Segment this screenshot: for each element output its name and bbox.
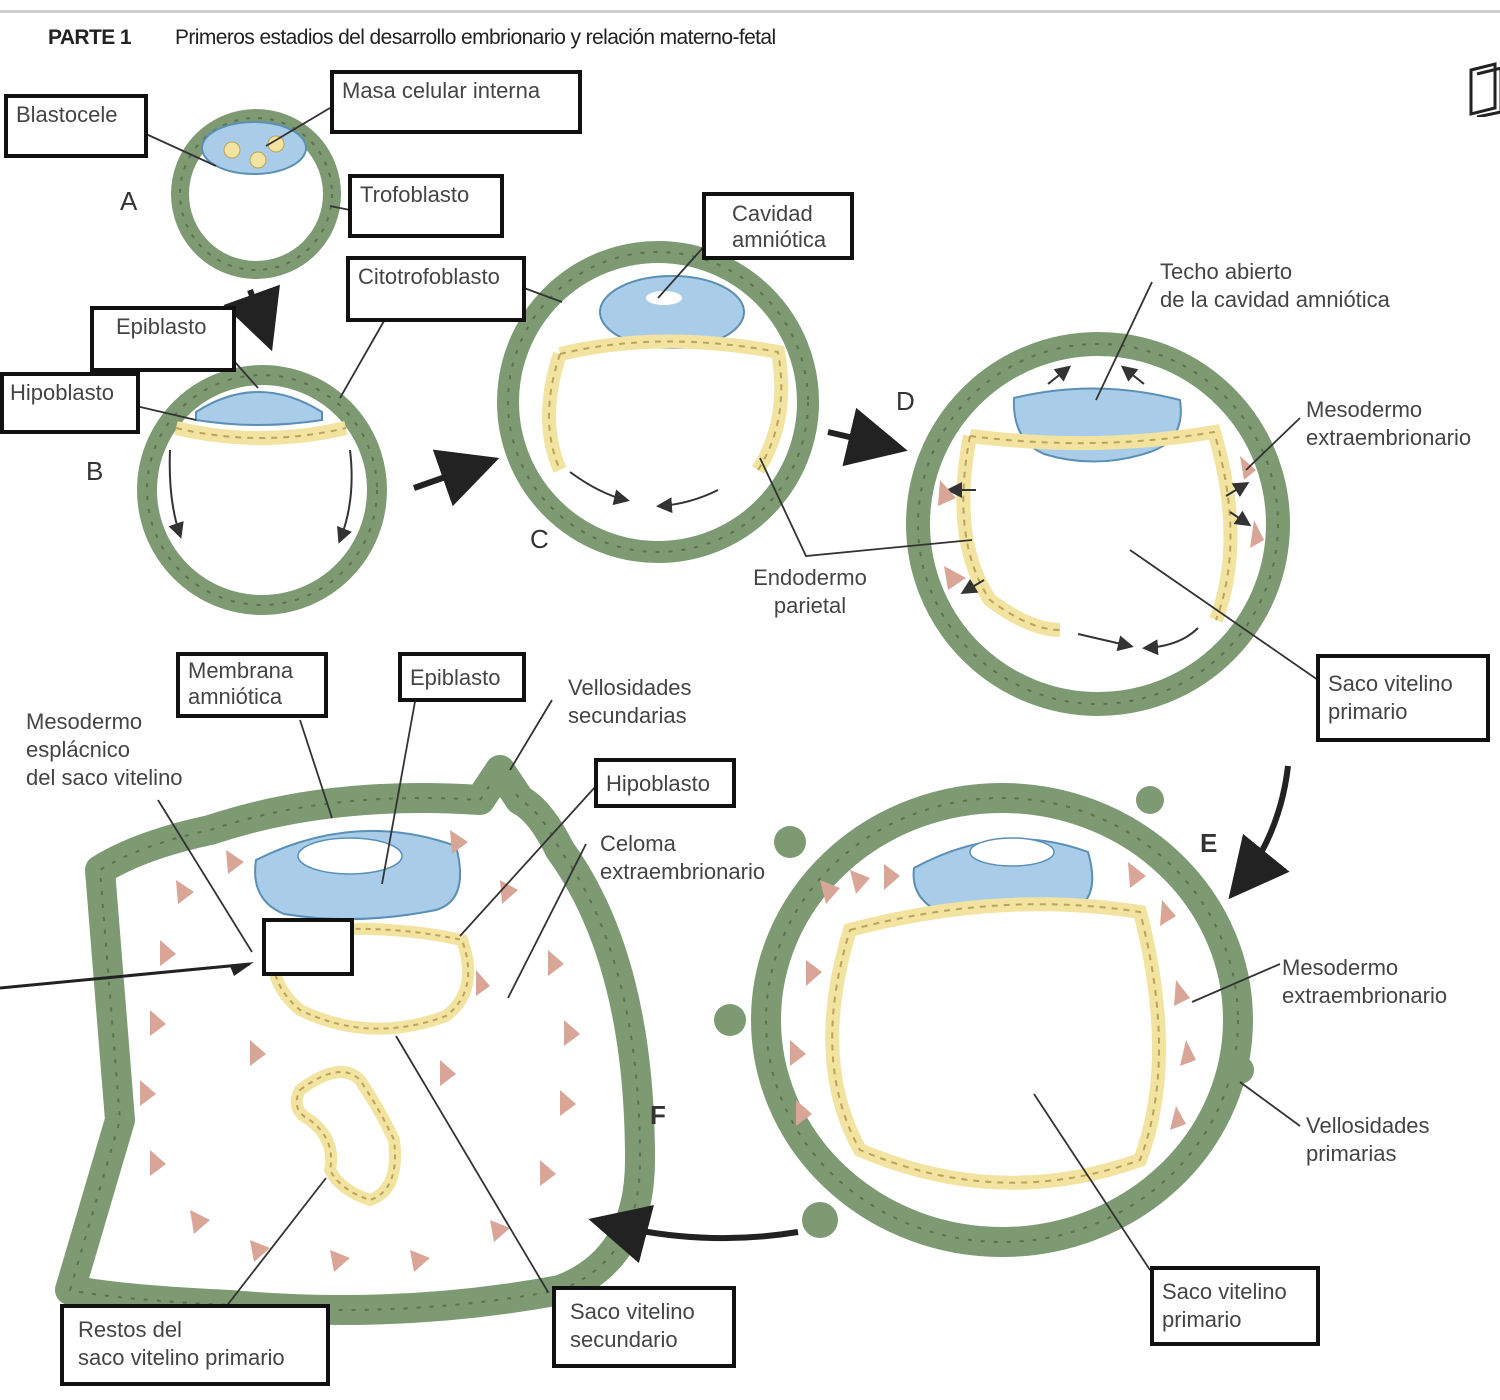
stage-e-embryo	[714, 783, 1254, 1257]
label-citotrofoblasto: Citotrofoblasto	[346, 256, 526, 322]
page-title: Primeros estadios del desarrollo embrion…	[175, 26, 776, 49]
stage-letter-f: F	[650, 1100, 666, 1130]
label-blastocele: Blastocele	[4, 94, 148, 158]
stage-c-embryo	[497, 241, 819, 563]
label-epiblasto-b: Epiblasto	[90, 306, 236, 372]
stage-b-embryo	[137, 365, 387, 615]
book-icon	[1469, 62, 1500, 117]
label-epiblasto-f: Epiblasto	[398, 652, 526, 702]
label-hipoblasto-b: Hipoblasto	[0, 372, 140, 434]
epiblast	[195, 391, 323, 426]
label-trofoblasto: Trofoblasto	[348, 174, 504, 238]
inner-cell-mass	[201, 121, 307, 175]
label-masa-celular: Masa celular interna	[330, 70, 582, 134]
stage-f-embryo	[55, 755, 655, 1325]
stage-arrows	[0, 284, 1291, 1264]
stage-letter-a: A	[120, 186, 138, 216]
stage-a-blastocyst	[171, 109, 341, 279]
label-hipoblasto-f: Hipoblasto	[594, 758, 736, 808]
stage-d-embryo	[906, 332, 1290, 716]
stage-letter-c: C	[530, 524, 549, 554]
top-rule	[0, 10, 1500, 13]
label-blank-target[interactable]	[262, 918, 354, 976]
stage-letter-b: B	[86, 456, 104, 486]
stage-letter-e: E	[1200, 828, 1218, 858]
stage-letter-d: D	[896, 386, 915, 416]
page-part-label: PARTE 1	[48, 26, 132, 49]
leader-lines	[135, 107, 1319, 1331]
